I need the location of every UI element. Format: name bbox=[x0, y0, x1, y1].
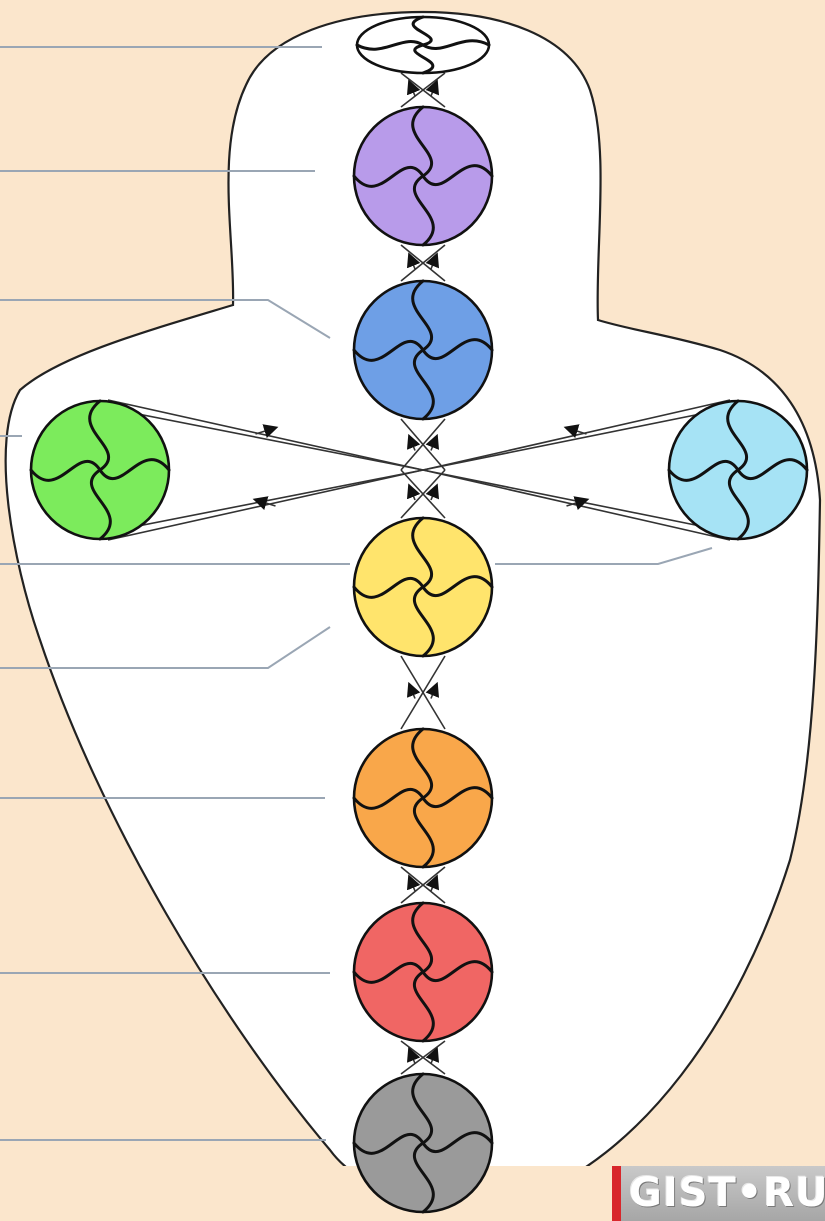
chakra-sacral bbox=[354, 903, 492, 1041]
site-watermark: GIST•RU bbox=[612, 1166, 825, 1221]
chakra-right-hand bbox=[669, 401, 807, 539]
chakra-crown bbox=[357, 17, 489, 73]
chakra-left-hand bbox=[31, 401, 169, 539]
chakra-solar-plexus bbox=[354, 729, 492, 867]
chakra-throat bbox=[354, 281, 492, 419]
chakra-third-eye bbox=[354, 107, 492, 245]
watermark-text: GIST•RU bbox=[629, 1170, 825, 1216]
chakra-heart bbox=[354, 518, 492, 656]
chakra-root bbox=[354, 1074, 492, 1212]
